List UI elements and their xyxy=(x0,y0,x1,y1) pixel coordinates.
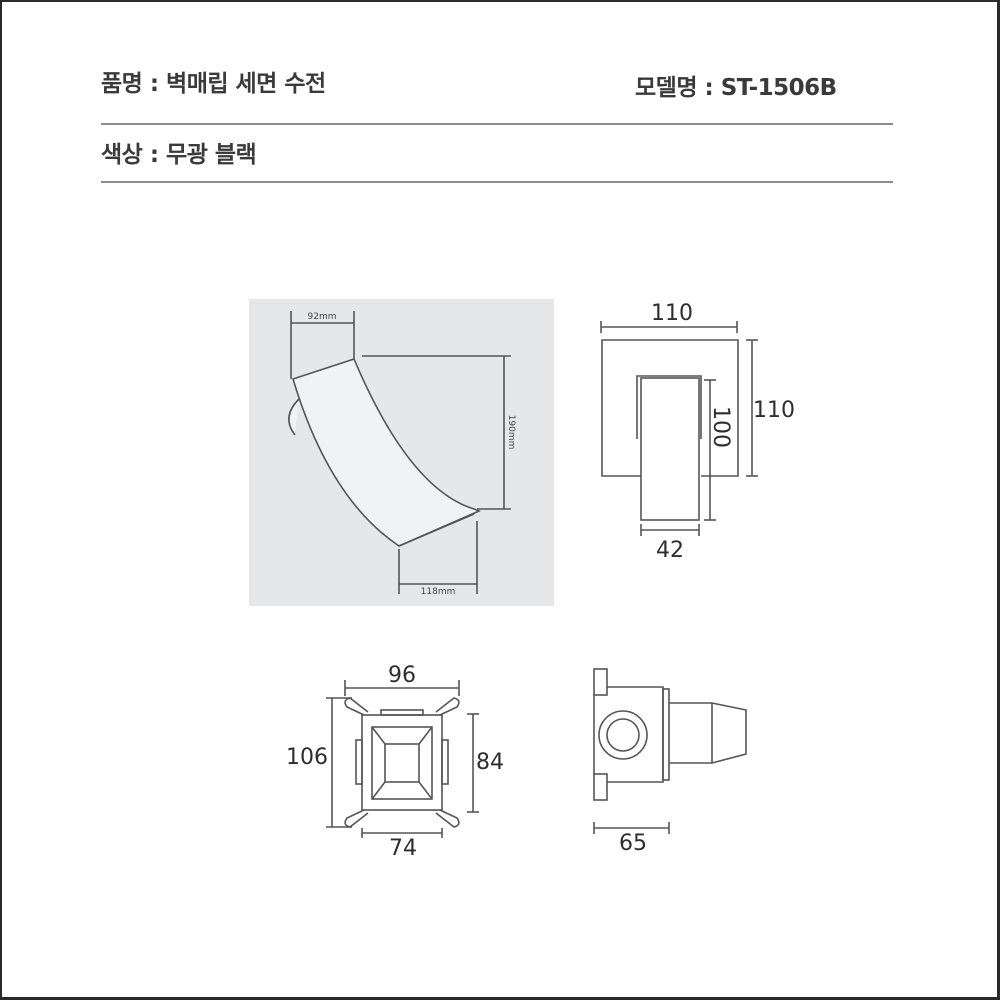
dim-front-height: 110 xyxy=(753,398,795,423)
product-name: 품명 : 벽매립 세면 수전 xyxy=(101,71,326,97)
color-spec: 색상 : 무광 블랙 xyxy=(101,142,257,168)
valve-side-drawing: 65 xyxy=(593,668,747,856)
model-name: 모델명 : ST-1506B xyxy=(635,75,837,101)
side-view-svg: 92mm 190mm 118mm xyxy=(288,311,516,597)
divider-top xyxy=(101,123,893,125)
dim-valve-top: 96 xyxy=(388,663,416,688)
dim-spout-width: 42 xyxy=(656,538,684,563)
divider-bottom xyxy=(101,181,893,183)
dim-valve-left: 106 xyxy=(286,745,328,770)
dim-118mm: 118mm xyxy=(421,587,456,597)
front-view-drawing: 110 110 100 42 xyxy=(600,301,795,563)
dim-front-width: 110 xyxy=(651,301,693,326)
dim-190mm: 190mm xyxy=(506,415,516,450)
dim-valve-right: 84 xyxy=(476,750,504,775)
dim-92mm: 92mm xyxy=(308,312,337,322)
dim-spout-height: 100 xyxy=(708,406,733,448)
side-view-drawing: 92mm 190mm 118mm xyxy=(249,299,554,606)
dim-valve-depth: 65 xyxy=(619,831,647,856)
valve-front-drawing: 96 106 84 74 xyxy=(286,663,504,861)
dim-valve-bottom: 74 xyxy=(389,836,417,861)
